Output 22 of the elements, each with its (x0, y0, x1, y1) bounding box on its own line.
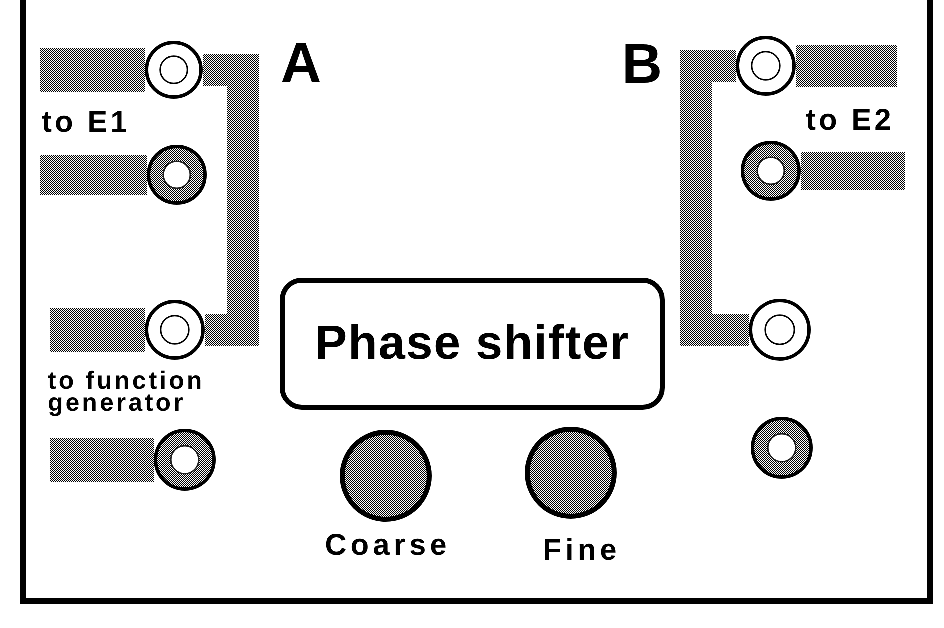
cable (50, 308, 145, 352)
jack-socket-icon (143, 39, 205, 101)
knob-label: Fine (543, 536, 621, 566)
jack-socket-icon (152, 427, 218, 493)
cable-label: to function generator (48, 370, 206, 414)
cable (796, 45, 897, 87)
cable (40, 155, 147, 195)
jack-socket-icon (145, 143, 209, 207)
section-letter: A (281, 35, 322, 91)
cable-label: to E1 (42, 108, 130, 138)
section-letter: B (622, 36, 662, 92)
cable (801, 152, 905, 190)
knob-label: Coarse (325, 531, 451, 561)
cable (40, 48, 145, 92)
jack-socket-icon (739, 139, 803, 203)
cable (50, 438, 154, 482)
jack-socket-icon (749, 415, 815, 481)
jack-socket-icon (734, 34, 798, 98)
jack-socket-icon (143, 298, 207, 362)
name-plate: Phase shifter (280, 278, 665, 410)
jack-socket-icon (747, 297, 813, 363)
cable-label: to E2 (806, 106, 894, 136)
